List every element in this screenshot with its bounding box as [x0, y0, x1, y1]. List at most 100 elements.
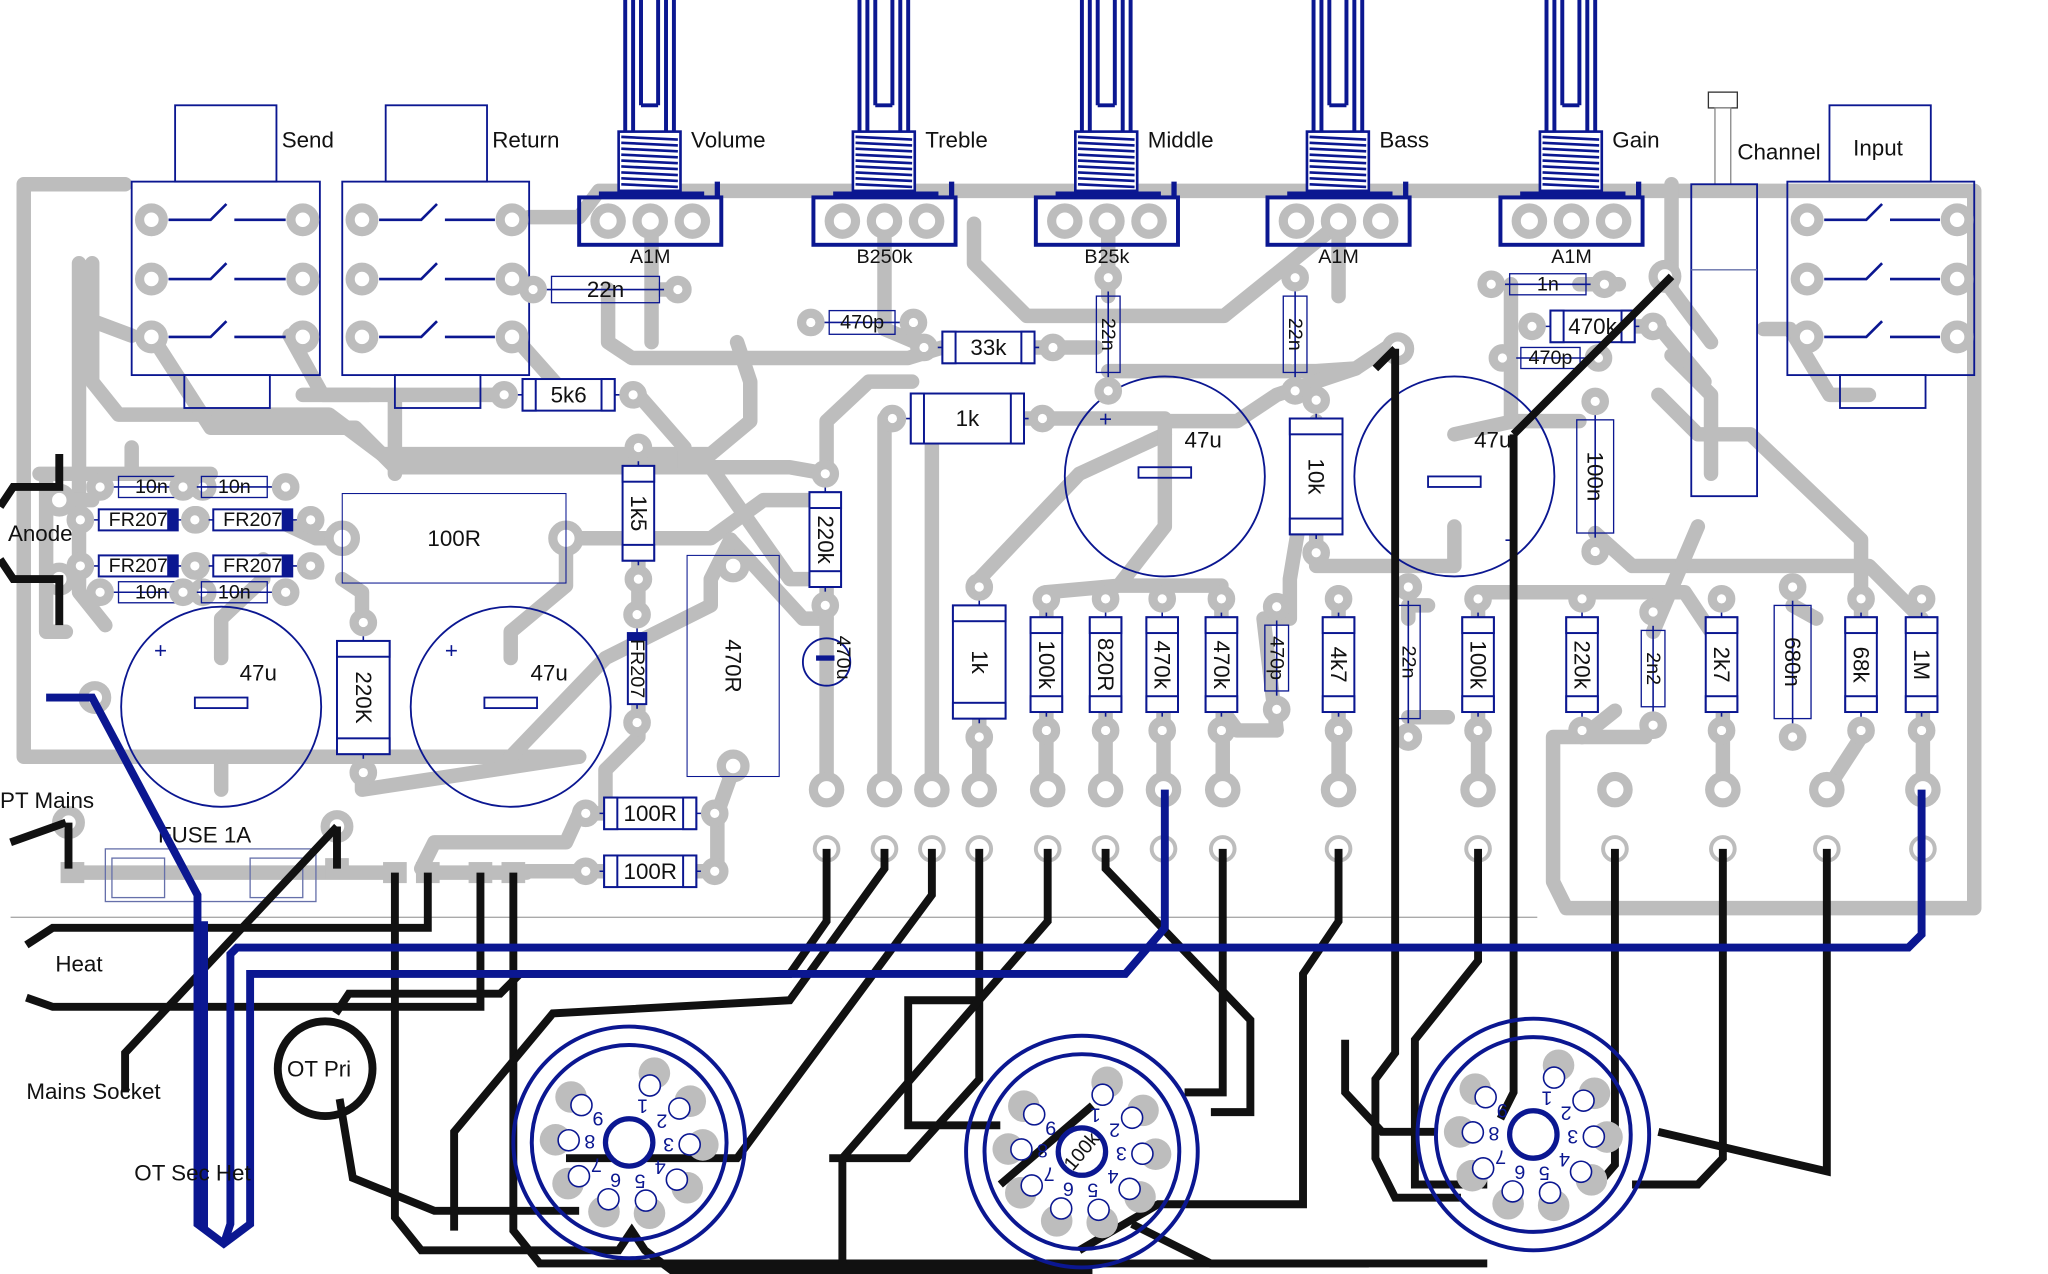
- pot-pin: [1089, 203, 1125, 239]
- pot-value: A1M: [630, 246, 671, 268]
- channel-switch: Channel: [1690, 91, 1821, 498]
- jack-contact: [1790, 320, 1824, 354]
- component-value: 100R: [623, 801, 676, 826]
- pin-number: 3: [663, 1133, 674, 1155]
- component-value: 470p: [1528, 347, 1572, 369]
- pot-pin: [1047, 203, 1083, 239]
- pot-pin: [866, 203, 903, 239]
- pin-number: 9: [1045, 1116, 1056, 1138]
- jack-contact: [1940, 203, 1974, 237]
- cap-value: 47u: [240, 660, 277, 685]
- capacitor-9: 10n: [169, 473, 300, 501]
- resistor-4: 1k: [878, 392, 1057, 445]
- jack-contact: [134, 203, 168, 237]
- capacitor-22: 100n: [1576, 387, 1615, 566]
- capacitor-0: 22n: [519, 275, 692, 304]
- capacitor-38: 680n: [1773, 573, 1812, 751]
- component-value: 220k: [813, 515, 838, 564]
- capacitor-1: 470p: [796, 308, 928, 337]
- resistor-39: 68k: [1844, 585, 1878, 745]
- component-value: FR207: [223, 555, 282, 577]
- pot-pin: [1553, 203, 1590, 239]
- blue-wires: [46, 693, 1926, 1249]
- jack-contact: [495, 320, 529, 354]
- component-value: 10n: [218, 581, 251, 603]
- resistor-2: 33k: [910, 330, 1067, 365]
- copper-traces: [16, 177, 1982, 916]
- pin-number: 2: [1561, 1101, 1572, 1123]
- pin-number: 4: [1559, 1148, 1570, 1170]
- pin-number: 5: [1087, 1179, 1098, 1201]
- component-value: FR207: [626, 639, 648, 698]
- component-value: 1M: [1909, 649, 1934, 680]
- anode-label: Anode: [8, 521, 73, 546]
- component-value: 22n: [1097, 318, 1119, 351]
- capacitor-5: 1n: [1477, 270, 1619, 299]
- pin-number: 8: [1488, 1122, 1499, 1144]
- resistor-26: 1k: [951, 573, 1007, 751]
- pin-number: 9: [593, 1107, 604, 1129]
- component-value: FR207: [223, 509, 282, 531]
- wire-pad: [42, 483, 76, 517]
- pin-number: 1: [637, 1094, 648, 1116]
- component-value: 2n2: [1642, 652, 1664, 685]
- resistor-42: 100R: [571, 854, 729, 889]
- jack-contact: [345, 320, 379, 354]
- pin-number: 1: [1541, 1086, 1552, 1108]
- resistor-40: 1M: [1904, 585, 1939, 745]
- pot-pin: [632, 203, 668, 239]
- svg-text:+: +: [154, 638, 167, 663]
- pin-number: 8: [584, 1130, 595, 1152]
- component-value: 4k7: [1326, 647, 1351, 683]
- jack-contact: [286, 262, 320, 296]
- pot-pin: [908, 203, 945, 239]
- diode-15: FR207: [181, 552, 325, 580]
- pin-number: 5: [635, 1169, 646, 1191]
- component-value: 22n: [1397, 646, 1419, 679]
- resistor-35: 220k: [1565, 585, 1599, 745]
- pin-number: 9: [1497, 1099, 1508, 1121]
- pin-number: 7: [1495, 1146, 1506, 1168]
- capacitor-47u-1: + 47u: [1063, 375, 1266, 578]
- capacitor-36: 2n2: [1639, 598, 1667, 739]
- component-value: 100R: [623, 859, 676, 884]
- pad: [1705, 771, 1741, 808]
- pot-name: Volume: [691, 127, 766, 152]
- jack-return: Return: [341, 104, 559, 409]
- resistor-20: 220k: [808, 459, 843, 620]
- component-value: 470p: [1266, 636, 1288, 680]
- component-value: 10n: [135, 476, 168, 498]
- pin-number: 7: [591, 1153, 602, 1175]
- capacitor-31: 470p: [1262, 592, 1291, 724]
- component-value: 100k: [1034, 640, 1059, 689]
- fuse-holder: FUSE 1A: [104, 822, 317, 903]
- cap-value: 47u: [530, 660, 567, 685]
- component-value: 5k6: [551, 382, 587, 407]
- jack-contact: [134, 262, 168, 296]
- jack-contact: [495, 203, 529, 237]
- jack-return-label: Return: [492, 127, 559, 152]
- component-value: 1k: [967, 650, 992, 674]
- component-value: 470p: [840, 311, 884, 333]
- capacitor-47u-3: + 47u: [120, 605, 323, 808]
- component-value: 10k: [1304, 458, 1329, 495]
- pin-number: 4: [655, 1156, 666, 1178]
- pot-pin: [674, 203, 711, 239]
- jack-contact: [345, 203, 379, 237]
- pad: [866, 771, 903, 808]
- pot-value: A1M: [1318, 246, 1359, 268]
- pin-number: 3: [1567, 1125, 1578, 1147]
- svg-text:+: +: [445, 638, 458, 663]
- pin-number: 2: [1109, 1119, 1120, 1141]
- pot-name: Gain: [1612, 127, 1659, 152]
- cap-value: 470u: [832, 636, 854, 680]
- component-value: 100k: [1466, 640, 1491, 689]
